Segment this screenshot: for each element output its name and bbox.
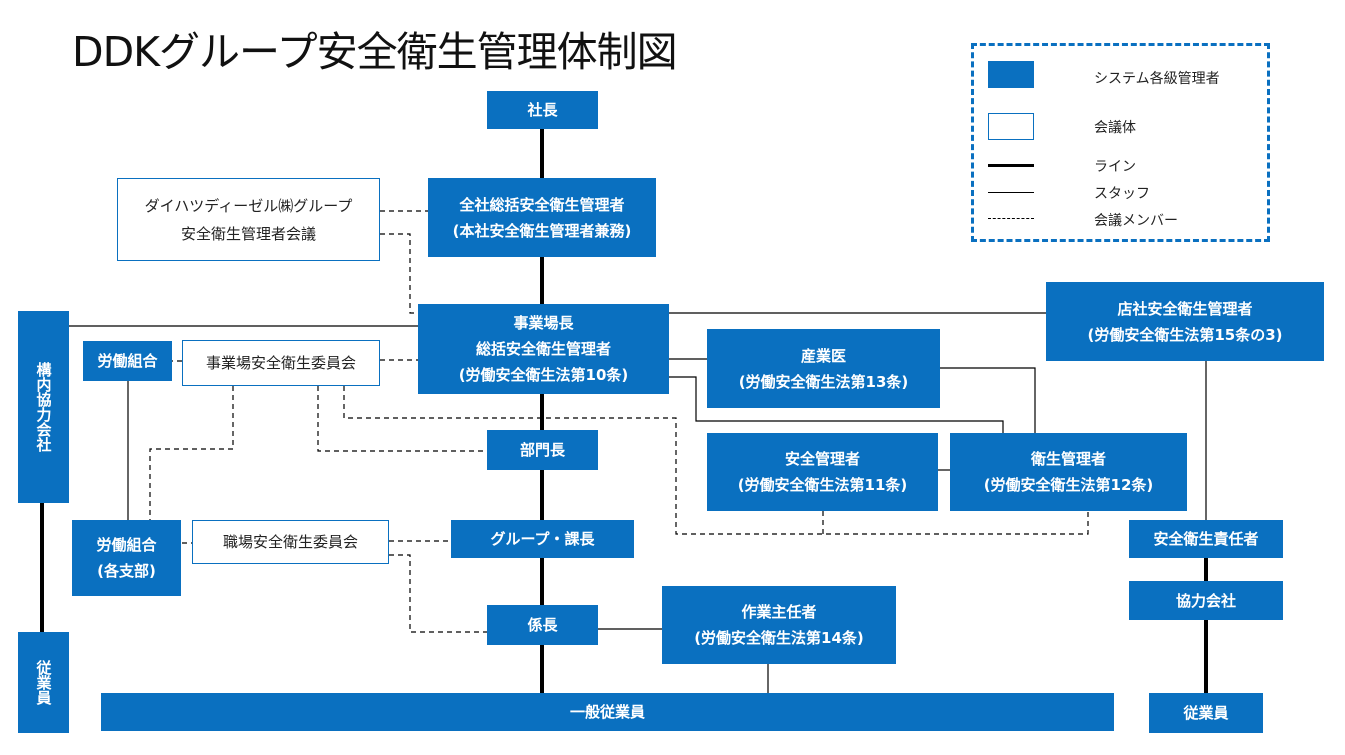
legend-staff-label: スタッフ <box>1094 186 1150 202</box>
legend: システム各級管理者 会議体 ライン スタッフ 会議メンバー <box>971 43 1270 242</box>
labor-union-box: 労働組合 <box>83 341 172 381</box>
daihatsu-group-meeting-box: ダイハツディーゼル㈱グループ 安全衛生管理者会議 <box>117 178 380 261</box>
group-section-chief-label: グループ・課長 <box>490 530 595 548</box>
industrial-physician-box: 産業医 (労働安全衛生法第13条) <box>707 329 940 408</box>
staff-connectors <box>69 312 1207 693</box>
safety-officer-label: 安全衛生責任者 <box>1153 530 1259 548</box>
site-manager-box: 事業場長 総括安全衛生管理者 (労働安全衛生法第10条) <box>418 304 669 394</box>
legend-manager-swatch <box>988 61 1034 88</box>
employees-right-label: 従業員 <box>1183 704 1229 722</box>
president-box: 社長 <box>487 91 598 129</box>
department-head-label: 部門長 <box>519 441 565 459</box>
site-safety-committee-box: 事業場安全衛生委員会 <box>182 340 380 386</box>
labor-union-branch-label: 労働組合 <box>96 536 157 554</box>
site-manager-title: 事業場長 <box>513 314 574 332</box>
legend-member-label: 会議メンバー <box>1094 213 1178 229</box>
meeting-connectors <box>149 210 1089 633</box>
general-safety-manager-label: 全社総括安全衛生管理者 <box>459 195 625 214</box>
employees-left-box: 従業員 <box>18 632 69 733</box>
daihatsu-group-meeting-line2: 安全衛生管理者会議 <box>180 224 316 243</box>
partner-company-box: 協力会社 <box>1129 581 1283 620</box>
labor-union-branch-note: (各支部) <box>97 562 156 580</box>
safety-manager-label: 安全管理者 <box>784 450 860 468</box>
industrial-physician-label: 産業医 <box>800 346 846 365</box>
health-manager-box: 衛生管理者 (労働安全衛生法第12条) <box>950 433 1187 511</box>
general-safety-manager-box: 全社総括安全衛生管理者 (本社安全衛生管理者兼務) <box>428 178 656 257</box>
safety-manager-box: 安全管理者 (労働安全衛生法第11条) <box>707 433 938 511</box>
legend-meeting-label: 会議体 <box>1094 120 1136 136</box>
legend-member-swatch <box>988 218 1034 219</box>
subsection-chief-label: 係長 <box>527 616 558 634</box>
labor-union-label: 労働組合 <box>97 352 158 370</box>
safety-manager-law: (労働安全衛生法第11条) <box>737 476 908 494</box>
president-label: 社長 <box>527 101 558 119</box>
workplace-safety-committee-label: 職場安全衛生委員会 <box>222 533 358 551</box>
general-employees-box: 一般従業員 <box>101 693 1114 731</box>
general-safety-manager-note: (本社安全衛生管理者兼務) <box>452 221 632 240</box>
health-manager-label: 衛生管理者 <box>1030 450 1106 468</box>
workplace-safety-committee-box: 職場安全衛生委員会 <box>192 520 389 564</box>
group-section-chief-box: グループ・課長 <box>451 520 634 558</box>
subsection-chief-box: 係長 <box>487 605 598 645</box>
general-employees-label: 一般従業員 <box>569 703 645 721</box>
daihatsu-group-meeting-line1: ダイハツディーゼル㈱グループ <box>144 196 353 215</box>
partner-company-label: 協力会社 <box>1175 591 1236 610</box>
legend-line-swatch <box>988 164 1034 167</box>
health-manager-law: (労働安全衛生法第12条) <box>983 476 1154 494</box>
employees-left-label: 従業員 <box>34 660 53 705</box>
safety-officer-box: 安全衛生責任者 <box>1129 520 1283 558</box>
line-connectors <box>40 129 1208 693</box>
store-safety-manager-law: (労働安全衛生法第15条の3) <box>1087 325 1283 344</box>
labor-union-branch-box: 労働組合 (各支部) <box>72 520 181 596</box>
legend-staff-swatch <box>988 192 1034 193</box>
site-manager-law: (労働安全衛生法第10条) <box>458 366 629 384</box>
onsite-partner-label: 構内協力会社 <box>34 362 53 452</box>
page-title: DDKグループ安全衛生管理体制図 <box>72 28 678 76</box>
site-safety-committee-label: 事業場安全衛生委員会 <box>205 354 356 372</box>
work-chief-law: (労働安全衛生法第14条) <box>694 629 864 647</box>
store-safety-manager-box: 店社安全衛生管理者 (労働安全衛生法第15条の3) <box>1046 282 1324 361</box>
legend-meeting-swatch <box>988 113 1034 140</box>
industrial-physician-law: (労働安全衛生法第13条) <box>738 372 909 391</box>
onsite-partner-box: 構内協力会社 <box>18 311 69 503</box>
employees-right-box: 従業員 <box>1149 693 1263 733</box>
legend-manager-label: システム各級管理者 <box>1094 71 1220 87</box>
work-chief-label: 作業主任者 <box>741 603 817 621</box>
site-manager-role: 総括安全衛生管理者 <box>475 340 611 358</box>
work-chief-box: 作業主任者 (労働安全衛生法第14条) <box>662 586 896 664</box>
store-safety-manager-label: 店社安全衛生管理者 <box>1117 299 1253 318</box>
legend-line-label: ライン <box>1094 159 1136 175</box>
department-head-box: 部門長 <box>487 430 598 470</box>
